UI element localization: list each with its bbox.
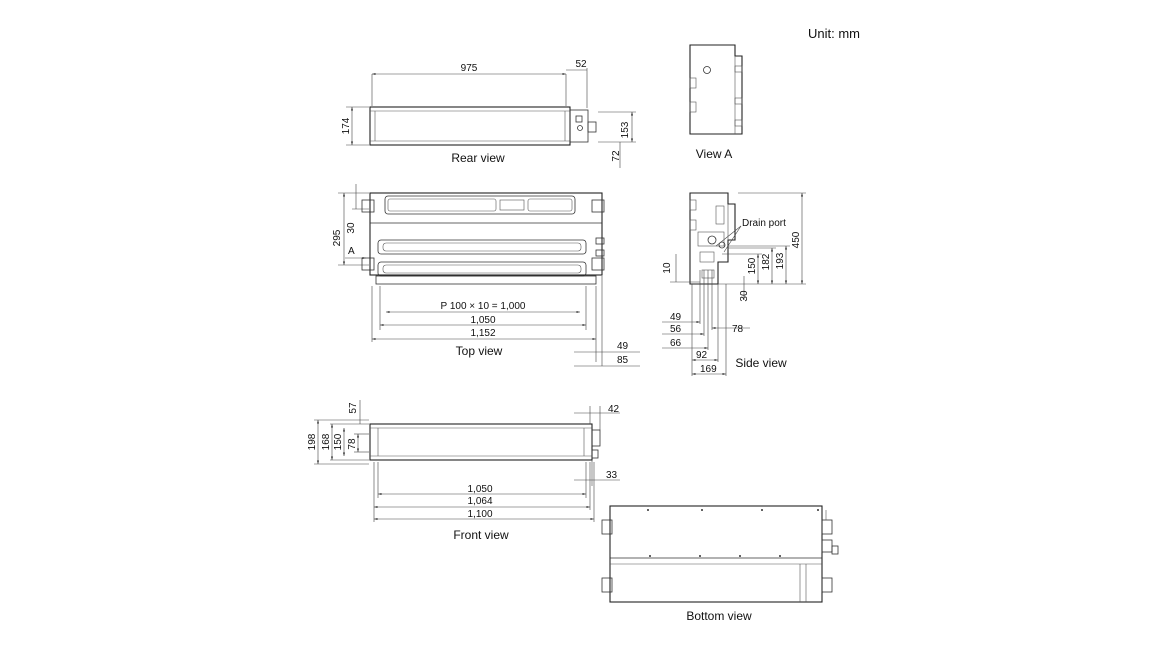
dim-top-offset: 30 [346,222,357,234]
top-view: 295 30 A P 100 × 10 = 1,000 1,050 1,152 … [332,184,640,367]
dim-side-10: 10 [662,262,673,274]
dim-front-r33: 33 [606,470,618,481]
dim-side-56: 56 [670,324,682,335]
dim-top-w2: 1,152 [470,328,495,339]
dim-front-w2: 1,064 [467,496,492,507]
caption-side-view: Side view [735,356,787,370]
dim-top-pitch: P 100 × 10 = 1,000 [441,301,526,312]
caption-front-view: Front view [453,528,509,542]
drain-port-label: Drain port [742,218,786,229]
dim-side-150: 150 [747,257,758,274]
dim-side-169: 169 [700,364,717,375]
dim-front-198: 198 [307,433,318,450]
dim-front-w1: 1,050 [467,484,492,495]
dim-side-49: 49 [670,312,682,323]
dim-front-r42: 42 [608,404,620,415]
dim-rear-width: 975 [461,63,478,74]
dim-front-57: 57 [348,402,359,414]
dim-rear-bottom: 72 [611,150,622,162]
dim-front-w3: 1,100 [467,509,492,520]
dim-front-150: 150 [333,433,344,450]
dim-top-w1: 1,050 [470,315,495,326]
view-a: View A [689,44,743,161]
dim-side-450: 450 [791,231,802,248]
caption-view-a: View A [696,147,732,161]
arrow-label-a: A [348,246,355,257]
caption-bottom-view: Bottom view [686,609,752,623]
dim-side-182: 182 [761,253,772,270]
dim-top-r2: 85 [617,355,629,366]
side-view: Drain port 450 193 182 150 30 10 49 56 [662,192,806,376]
bottom-view: Bottom view [601,505,839,623]
dim-front-78: 78 [347,438,358,450]
dim-front-168: 168 [321,433,332,450]
dim-rear-pipe: 52 [575,59,587,70]
front-view: 198 168 150 78 57 42 33 1,050 1,064 1,10… [307,400,620,542]
dim-rear-height: 174 [341,117,352,134]
dim-top-r1: 49 [617,341,629,352]
caption-rear-view: Rear view [451,151,505,165]
dim-rear-right-height: 153 [620,121,631,138]
rear-view: 975 52 174 153 72 Rear view [341,59,636,168]
dim-side-193: 193 [775,252,786,269]
unit-label: Unit: mm [808,26,860,41]
dim-side-66: 66 [670,338,682,349]
dim-side-30: 30 [739,290,750,302]
dim-side-92: 92 [696,350,708,361]
caption-top-view: Top view [456,344,503,358]
dim-side-78: 78 [732,324,744,335]
dim-top-depth: 295 [332,229,343,246]
